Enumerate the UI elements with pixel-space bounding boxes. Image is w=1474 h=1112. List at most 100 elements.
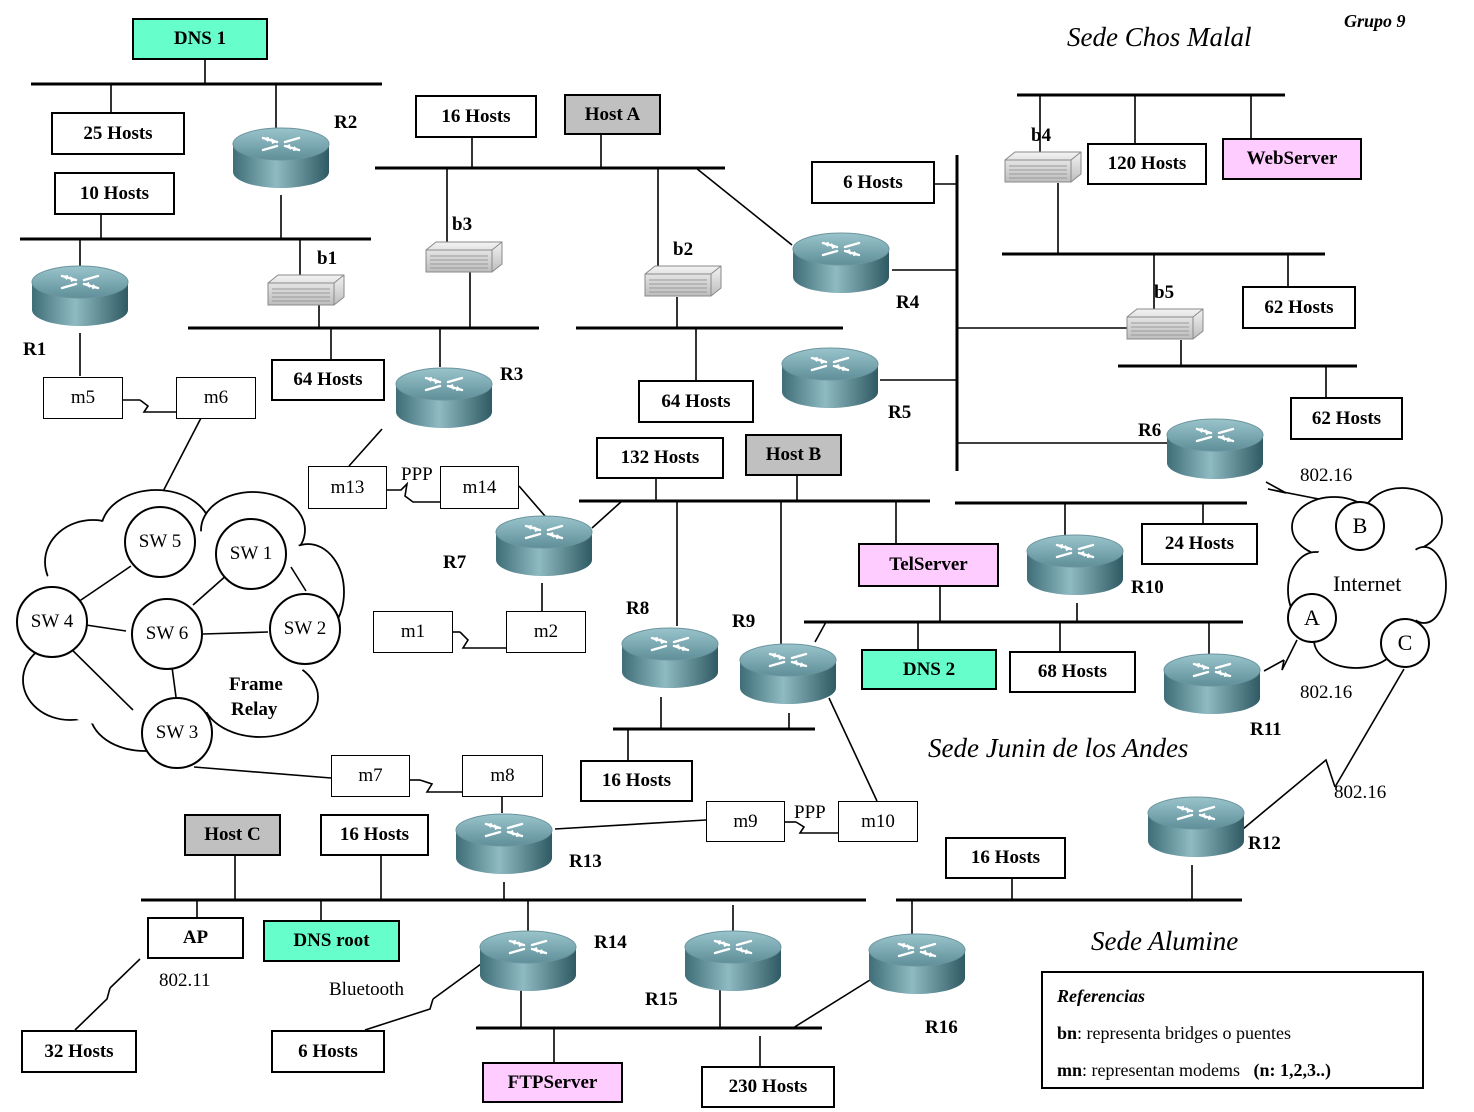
modem-m7: m7 [331, 755, 410, 797]
hosts-62-lower-box: 62 Hosts [1290, 397, 1403, 440]
hosts-64-left-box: 64 Hosts [271, 359, 385, 401]
internet-node-c: C [1380, 618, 1430, 668]
frame-relay-label-1: Frame [229, 674, 283, 695]
bridge-icon [1004, 151, 1082, 183]
references-mn-note: (n: 1,2,3..) [1253, 1060, 1331, 1080]
bridge-icon [1126, 308, 1204, 340]
router-icon [1025, 533, 1125, 597]
hosts-16-mid-box: 16 Hosts [580, 760, 693, 802]
host-b-box: Host B [745, 434, 842, 476]
router-label-r16: R16 [925, 1017, 958, 1038]
wifi-label: 802.11 [159, 970, 211, 991]
router-icon [780, 346, 880, 410]
link-lines [74, 58, 1405, 1066]
hosts-24-box: 24 Hosts [1141, 523, 1258, 565]
router-icon [683, 929, 783, 993]
router-icon [620, 626, 720, 690]
references-modems: mn: representan modems (n: 1,2,3..) [1057, 1060, 1331, 1081]
references-bn-key: bn [1057, 1023, 1078, 1043]
site-label-alumine: Sede Alumine [1091, 926, 1239, 956]
ppp-label-1: PPP [401, 464, 433, 485]
switch-sw6: SW 6 [131, 598, 203, 670]
bridge-icon [267, 274, 345, 306]
router-icon [791, 231, 891, 295]
switch-sw4: SW 4 [16, 586, 88, 658]
router-icon [1162, 652, 1262, 716]
router-icon [454, 812, 554, 876]
router-label-r4: R4 [896, 292, 920, 313]
site-label-junin: Sede Junin de los Andes [928, 733, 1189, 763]
telserver-box: TelServer [858, 543, 999, 587]
switch-sw5: SW 5 [124, 506, 196, 578]
hosts-230-box: 230 Hosts [701, 1066, 835, 1108]
router-label-r15: R15 [645, 989, 678, 1010]
router-label-r9: R9 [732, 611, 756, 632]
hosts-64-mid-box: 64 Hosts [638, 380, 754, 423]
router-label-r13: R13 [569, 851, 602, 872]
router-icon [478, 929, 578, 993]
modem-m8: m8 [462, 755, 543, 797]
ftpserver-box: FTPServer [482, 1062, 623, 1103]
wimax-label-2: 802.16 [1300, 682, 1353, 703]
bluetooth-label: Bluetooth [329, 979, 404, 1000]
router-label-r1: R1 [23, 339, 47, 360]
modem-m1: m1 [373, 611, 453, 653]
router-label-r12: R12 [1248, 833, 1281, 854]
hosts-6-bottom-box: 6 Hosts [271, 1030, 385, 1073]
hosts-62-upper-box: 62 Hosts [1242, 286, 1356, 329]
bridge-icon [425, 241, 503, 273]
references-mn-text: : representan modems [1082, 1060, 1240, 1080]
router-label-r7: R7 [443, 552, 467, 573]
hosts-68-box: 68 Hosts [1009, 651, 1136, 693]
webserver-box: WebServer [1222, 138, 1362, 180]
router-icon [867, 932, 967, 996]
router-label-r5: R5 [888, 402, 912, 423]
host-a-box: Host A [564, 94, 661, 135]
modem-m14: m14 [440, 466, 519, 509]
router-icon [1146, 795, 1246, 859]
router-label-r8: R8 [626, 598, 650, 619]
router-label-r11: R11 [1250, 719, 1282, 740]
modem-m2: m2 [506, 611, 586, 653]
switch-sw3: SW 3 [141, 697, 213, 769]
internet-node-b: B [1335, 501, 1385, 551]
hosts-25-box: 25 Hosts [51, 112, 185, 155]
dns2-box: DNS 2 [861, 649, 997, 690]
host-c-box: Host C [184, 814, 281, 856]
router-label-r3: R3 [500, 364, 524, 385]
ap-box: AP [147, 917, 244, 959]
modem-m9: m9 [706, 801, 785, 842]
switch-sw1: SW 1 [215, 518, 287, 590]
router-icon [494, 514, 594, 578]
router-icon [231, 126, 331, 190]
modem-m5: m5 [43, 377, 123, 419]
bridge-label-b4: b4 [1031, 125, 1052, 146]
references-legend: Referencias bn: representa bridges o pue… [1041, 971, 1424, 1089]
hosts-6-top-box: 6 Hosts [811, 161, 935, 204]
modem-m13: m13 [308, 466, 387, 509]
hosts-16-top-box: 16 Hosts [415, 95, 537, 138]
bridge-label-b2: b2 [673, 239, 694, 260]
router-label-r2: R2 [334, 112, 358, 133]
ppp-label-2: PPP [794, 802, 826, 823]
modem-m6: m6 [176, 377, 256, 419]
dns-root-box: DNS root [263, 920, 400, 962]
internet-node-a: A [1287, 593, 1337, 643]
router-icon [738, 642, 838, 706]
router-label-r10: R10 [1131, 577, 1164, 598]
frame-relay-label-2: Relay [231, 699, 278, 720]
bridge-label-b3: b3 [452, 214, 473, 235]
hosts-120-box: 120 Hosts [1087, 143, 1207, 185]
bridge-label-b5: b5 [1154, 282, 1175, 303]
bridge-icon [644, 265, 722, 297]
bridge-label-b1: b1 [317, 248, 338, 269]
hosts-10-box: 10 Hosts [54, 172, 175, 215]
hosts-16-right-box: 16 Hosts [945, 837, 1066, 879]
dns1-box: DNS 1 [132, 18, 268, 60]
references-mn-key: mn [1057, 1060, 1083, 1080]
switch-sw2: SW 2 [269, 593, 341, 665]
router-icon [394, 366, 494, 430]
group-label: Grupo 9 [1344, 11, 1406, 31]
references-bn-text: : representa bridges o puentes [1077, 1023, 1291, 1043]
wimax-label-3: 802.16 [1334, 782, 1387, 803]
